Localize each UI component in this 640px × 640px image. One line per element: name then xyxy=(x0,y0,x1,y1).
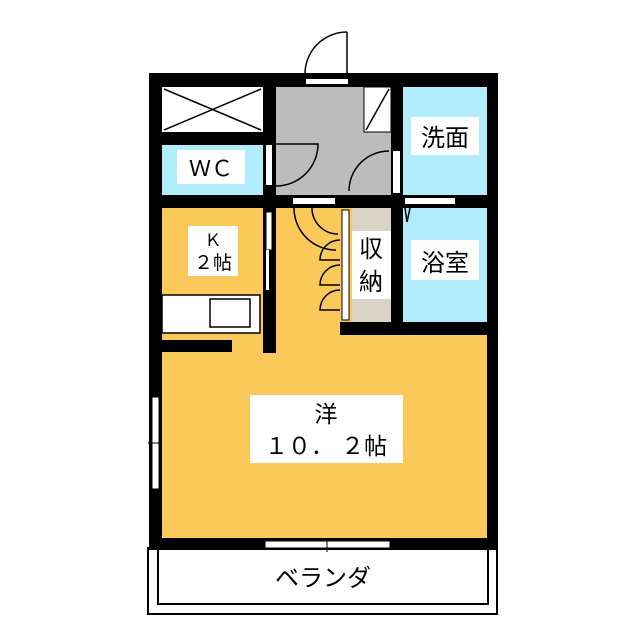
western-room-label-1: 洋 xyxy=(315,402,338,428)
room-western-upper xyxy=(276,208,340,335)
veranda: ベランダ xyxy=(147,547,498,615)
entrance-door[interactable] xyxy=(304,31,348,84)
veranda-window[interactable] xyxy=(264,538,391,552)
kitchen-label-1: Ｋ xyxy=(205,231,222,251)
veranda-label: ベランダ xyxy=(275,564,371,592)
storage-label-1: 収 xyxy=(359,235,383,263)
washroom-door[interactable] xyxy=(348,150,400,193)
kitchen-label-2: ２帖 xyxy=(194,252,232,274)
bathroom-door[interactable] xyxy=(404,198,455,223)
hall-door[interactable] xyxy=(293,198,339,251)
wc-door[interactable] xyxy=(266,143,319,187)
storage-doors[interactable] xyxy=(319,209,350,321)
bathroom-label: 浴室 xyxy=(421,249,469,277)
storage-label-2: 納 xyxy=(359,268,383,296)
kitchen-sliding-door[interactable] xyxy=(265,211,273,290)
west-window xyxy=(148,396,162,490)
kitchen-counter xyxy=(161,294,261,334)
wc-label: ＷＣ xyxy=(189,157,233,182)
storage-x-mark xyxy=(163,88,262,131)
washroom-label: 洗面 xyxy=(421,124,469,152)
western-room-label-2: １０． ２帖 xyxy=(265,434,387,460)
